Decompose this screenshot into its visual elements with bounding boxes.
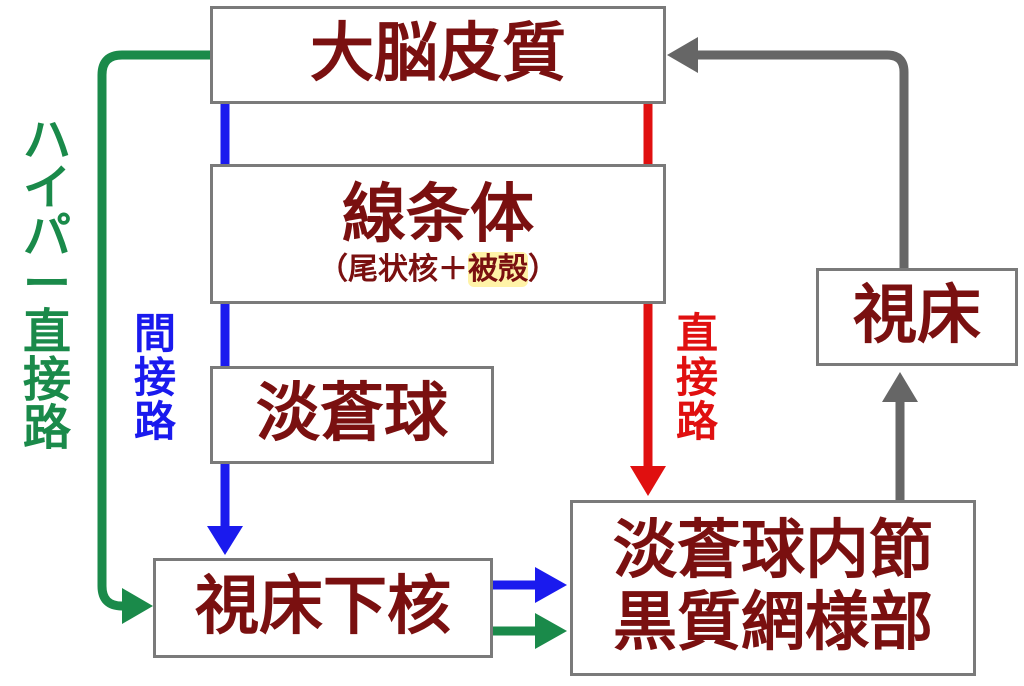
thalamus-node: 視床 xyxy=(816,268,1018,366)
indirect-arrowhead-stn xyxy=(207,526,243,555)
hyperdirect-arrowhead-stn xyxy=(122,588,153,624)
snr-label: 黒質網様部 xyxy=(613,586,933,660)
direct-arrowhead-gpi xyxy=(630,466,666,496)
stn-node: 視床下核 xyxy=(153,558,493,658)
thalamus-label: 視床 xyxy=(853,279,981,354)
cortex-node: 大脳皮質 xyxy=(210,6,666,104)
stn-label: 視床下核 xyxy=(195,570,451,645)
gp-external-label: 淡蒼球 xyxy=(256,377,448,452)
striatum-subtitle: （尾状核＋被殻） xyxy=(318,251,558,288)
gpi-snr-node: 淡蒼球内節 黒質網様部 xyxy=(570,500,976,676)
indirect-pathway-arrows xyxy=(207,103,567,603)
direct-pathway-arrows xyxy=(630,103,666,496)
striatum-node: 線条体 （尾状核＋被殻） xyxy=(210,164,666,304)
striatum-subtitle-pre: （尾状核＋ xyxy=(318,251,468,287)
hyperdirect-arrow-cortex-stn xyxy=(97,50,215,611)
putamen-highlight: 被殻 xyxy=(468,251,528,287)
cortex-label: 大脳皮質 xyxy=(310,17,566,92)
gp-external-node: 淡蒼球 xyxy=(210,366,494,464)
striatum-subtitle-post: ） xyxy=(528,251,558,287)
hyperdirect-pathway-label: ハ イ パ ー 直 接 路 xyxy=(22,112,71,456)
feedback-arrows xyxy=(667,37,918,500)
feedback-arrowhead-thalamus xyxy=(882,372,918,402)
feedback-arrowhead-cortex xyxy=(667,37,698,73)
indirect-arrowhead-gpi xyxy=(535,567,567,603)
gpi-label: 淡蒼球内節 xyxy=(613,514,933,589)
hyperdirect-arrowhead-gpi xyxy=(535,613,567,649)
hyperdirect-pathway-arrows xyxy=(97,50,567,649)
feedback-arrow-thalamus-cortex xyxy=(696,50,909,268)
striatum-label: 線条体 xyxy=(342,178,534,253)
indirect-pathway-label: 間 接 路 xyxy=(133,309,176,447)
direct-pathway-label: 直 接 路 xyxy=(675,309,718,447)
